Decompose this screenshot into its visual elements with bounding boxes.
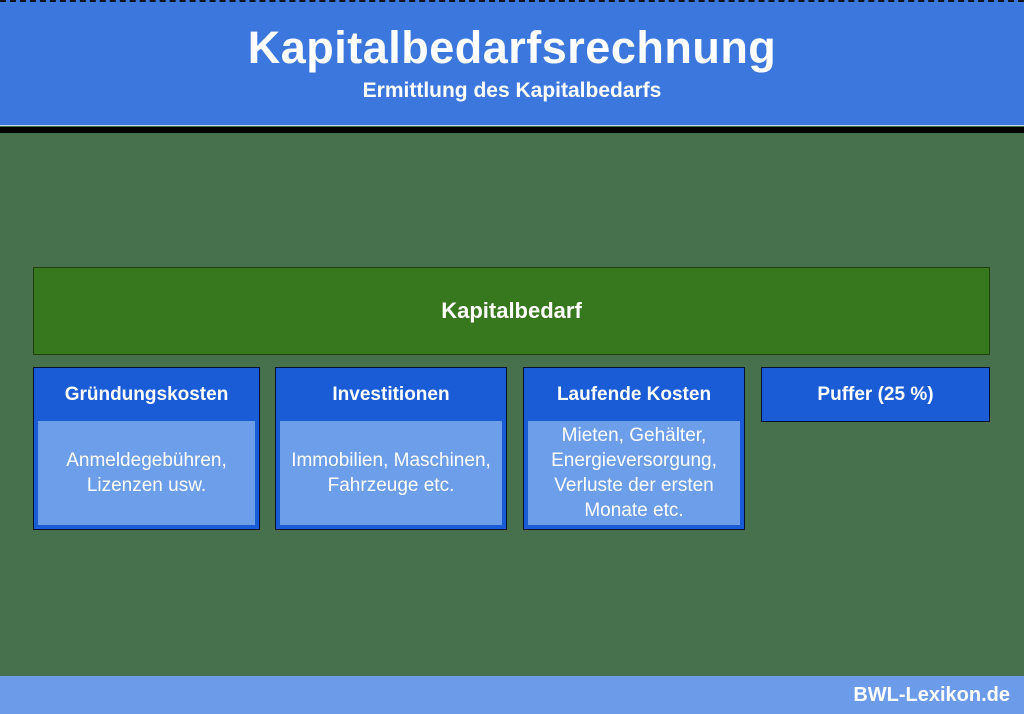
page-title: Kapitalbedarfsrechnung	[247, 21, 777, 73]
column-header: Investitionen	[276, 368, 506, 421]
column-header: Gründungskosten	[34, 368, 259, 421]
column-puffer: Puffer (25 %)	[761, 367, 990, 422]
footer: BWL-Lexikon.de	[0, 676, 1024, 714]
column-header: Puffer (25 %)	[762, 368, 989, 421]
column-description-panel: Anmeldegebühren, Lizenzen usw.	[38, 421, 255, 525]
page-subtitle: Ermittlung des Kapitalbedarfs	[362, 78, 662, 102]
column-gruendungskosten: Gründungskosten Anmeldegebühren, Lizenze…	[33, 367, 260, 530]
column-label: Puffer (25 %)	[817, 383, 934, 405]
column-description-text: Anmeldegebühren, Lizenzen usw.	[66, 450, 227, 496]
column-label: Investitionen	[332, 383, 450, 405]
column-description-panel: Mieten, Gehälter, Energieversorgung, Ver…	[528, 421, 740, 525]
total-bar-label: Kapitalbedarf	[441, 298, 582, 323]
column-investitionen: Investitionen Immobilien, Maschinen, Fah…	[275, 367, 507, 530]
brand-text: BWL-Lexikon.de	[853, 683, 1010, 706]
column-header: Laufende Kosten	[524, 368, 744, 421]
column-label: Gründungskosten	[64, 383, 229, 405]
kapitalbedarf-total-bar: Kapitalbedarf	[33, 267, 990, 355]
column-description-text: Mieten, Gehälter, Energieversorgung, Ver…	[551, 425, 717, 521]
column-label: Laufende Kosten	[556, 383, 712, 405]
column-description-panel: Immobilien, Maschinen, Fahrzeuge etc.	[280, 421, 502, 525]
header-separator	[0, 127, 1024, 133]
column-laufende-kosten: Laufende Kosten Mieten, Gehälter, Energi…	[523, 367, 745, 530]
header: Kapitalbedarfsrechnung Ermittlung des Ka…	[0, 0, 1024, 126]
column-description-text: Immobilien, Maschinen, Fahrzeuge etc.	[291, 450, 491, 496]
